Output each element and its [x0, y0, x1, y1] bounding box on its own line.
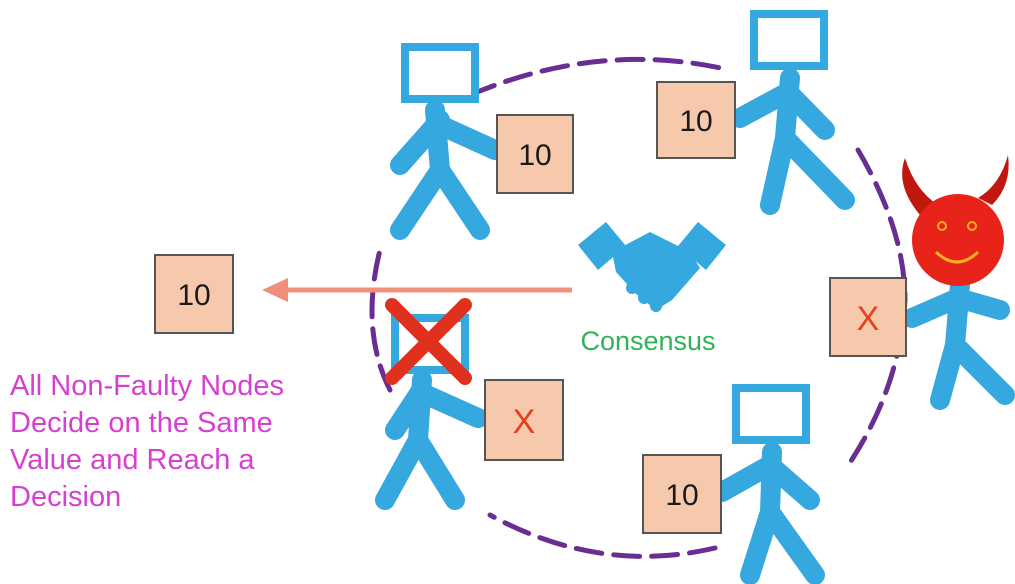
node-head-monitor	[401, 43, 479, 103]
node-value: X	[513, 403, 536, 441]
caption-line-4: Decision	[10, 481, 122, 513]
handshake-icon	[578, 222, 726, 312]
node-bottom-right: 10	[642, 384, 825, 584]
stick-figure-icon	[902, 275, 1015, 410]
caption-line-3: Value and Reach a	[10, 444, 255, 476]
consensus-label: Consensus	[580, 326, 715, 356]
node-head-monitor	[750, 10, 828, 70]
faulty-cross-icon	[385, 298, 472, 385]
caption-line-2: Decide on the Same	[10, 407, 273, 439]
node-top-left: 10	[390, 43, 574, 240]
stick-figure-icon	[712, 442, 825, 584]
devil-icon	[902, 155, 1009, 286]
stick-figure-icon	[375, 370, 488, 510]
node-top-right: 10	[656, 10, 855, 215]
result-value: 10	[177, 279, 210, 312]
result-value-box: 10	[154, 254, 234, 334]
node-faulty-crashed: X	[375, 298, 564, 510]
node-faulty-malicious: X	[829, 155, 1015, 410]
node-value: X	[857, 300, 880, 338]
stick-figure-icon	[730, 68, 855, 215]
decision-arrow	[262, 278, 572, 302]
node-value: 10	[665, 479, 698, 512]
node-head-monitor	[732, 384, 810, 444]
node-value: 10	[518, 139, 551, 172]
caption: All Non-Faulty Nodes Decide on the Same …	[10, 368, 360, 516]
stick-figure-icon	[390, 100, 505, 240]
node-value: 10	[679, 105, 712, 138]
caption-line-1: All Non-Faulty Nodes	[10, 370, 284, 402]
